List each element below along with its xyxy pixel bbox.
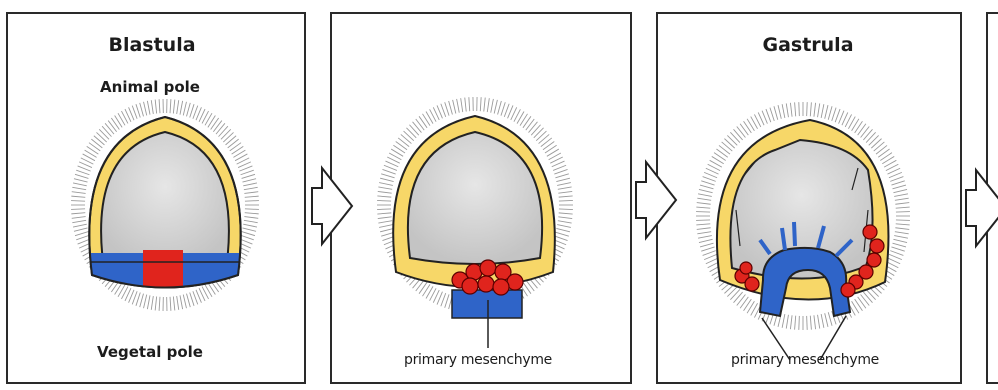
arrow-right-icon	[312, 168, 352, 244]
vegetal-pole-label: Vegetal pole	[97, 343, 203, 361]
ingression-embryo	[393, 116, 555, 348]
blastula-embryo	[80, 117, 250, 303]
primary-mesenchyme-caption: primary mesenchyme	[731, 352, 879, 368]
stage-title-gastrula: Gastrula	[762, 34, 853, 56]
animal-pole-label: Animal pole	[100, 78, 200, 96]
micromeres	[143, 250, 183, 302]
arrow-right-icon	[966, 170, 998, 246]
stage-title-blastula: Blastula	[108, 34, 195, 56]
primary-mesenchyme-caption: primary mesenchyme	[404, 352, 552, 368]
arrow-right-icon	[636, 162, 676, 238]
